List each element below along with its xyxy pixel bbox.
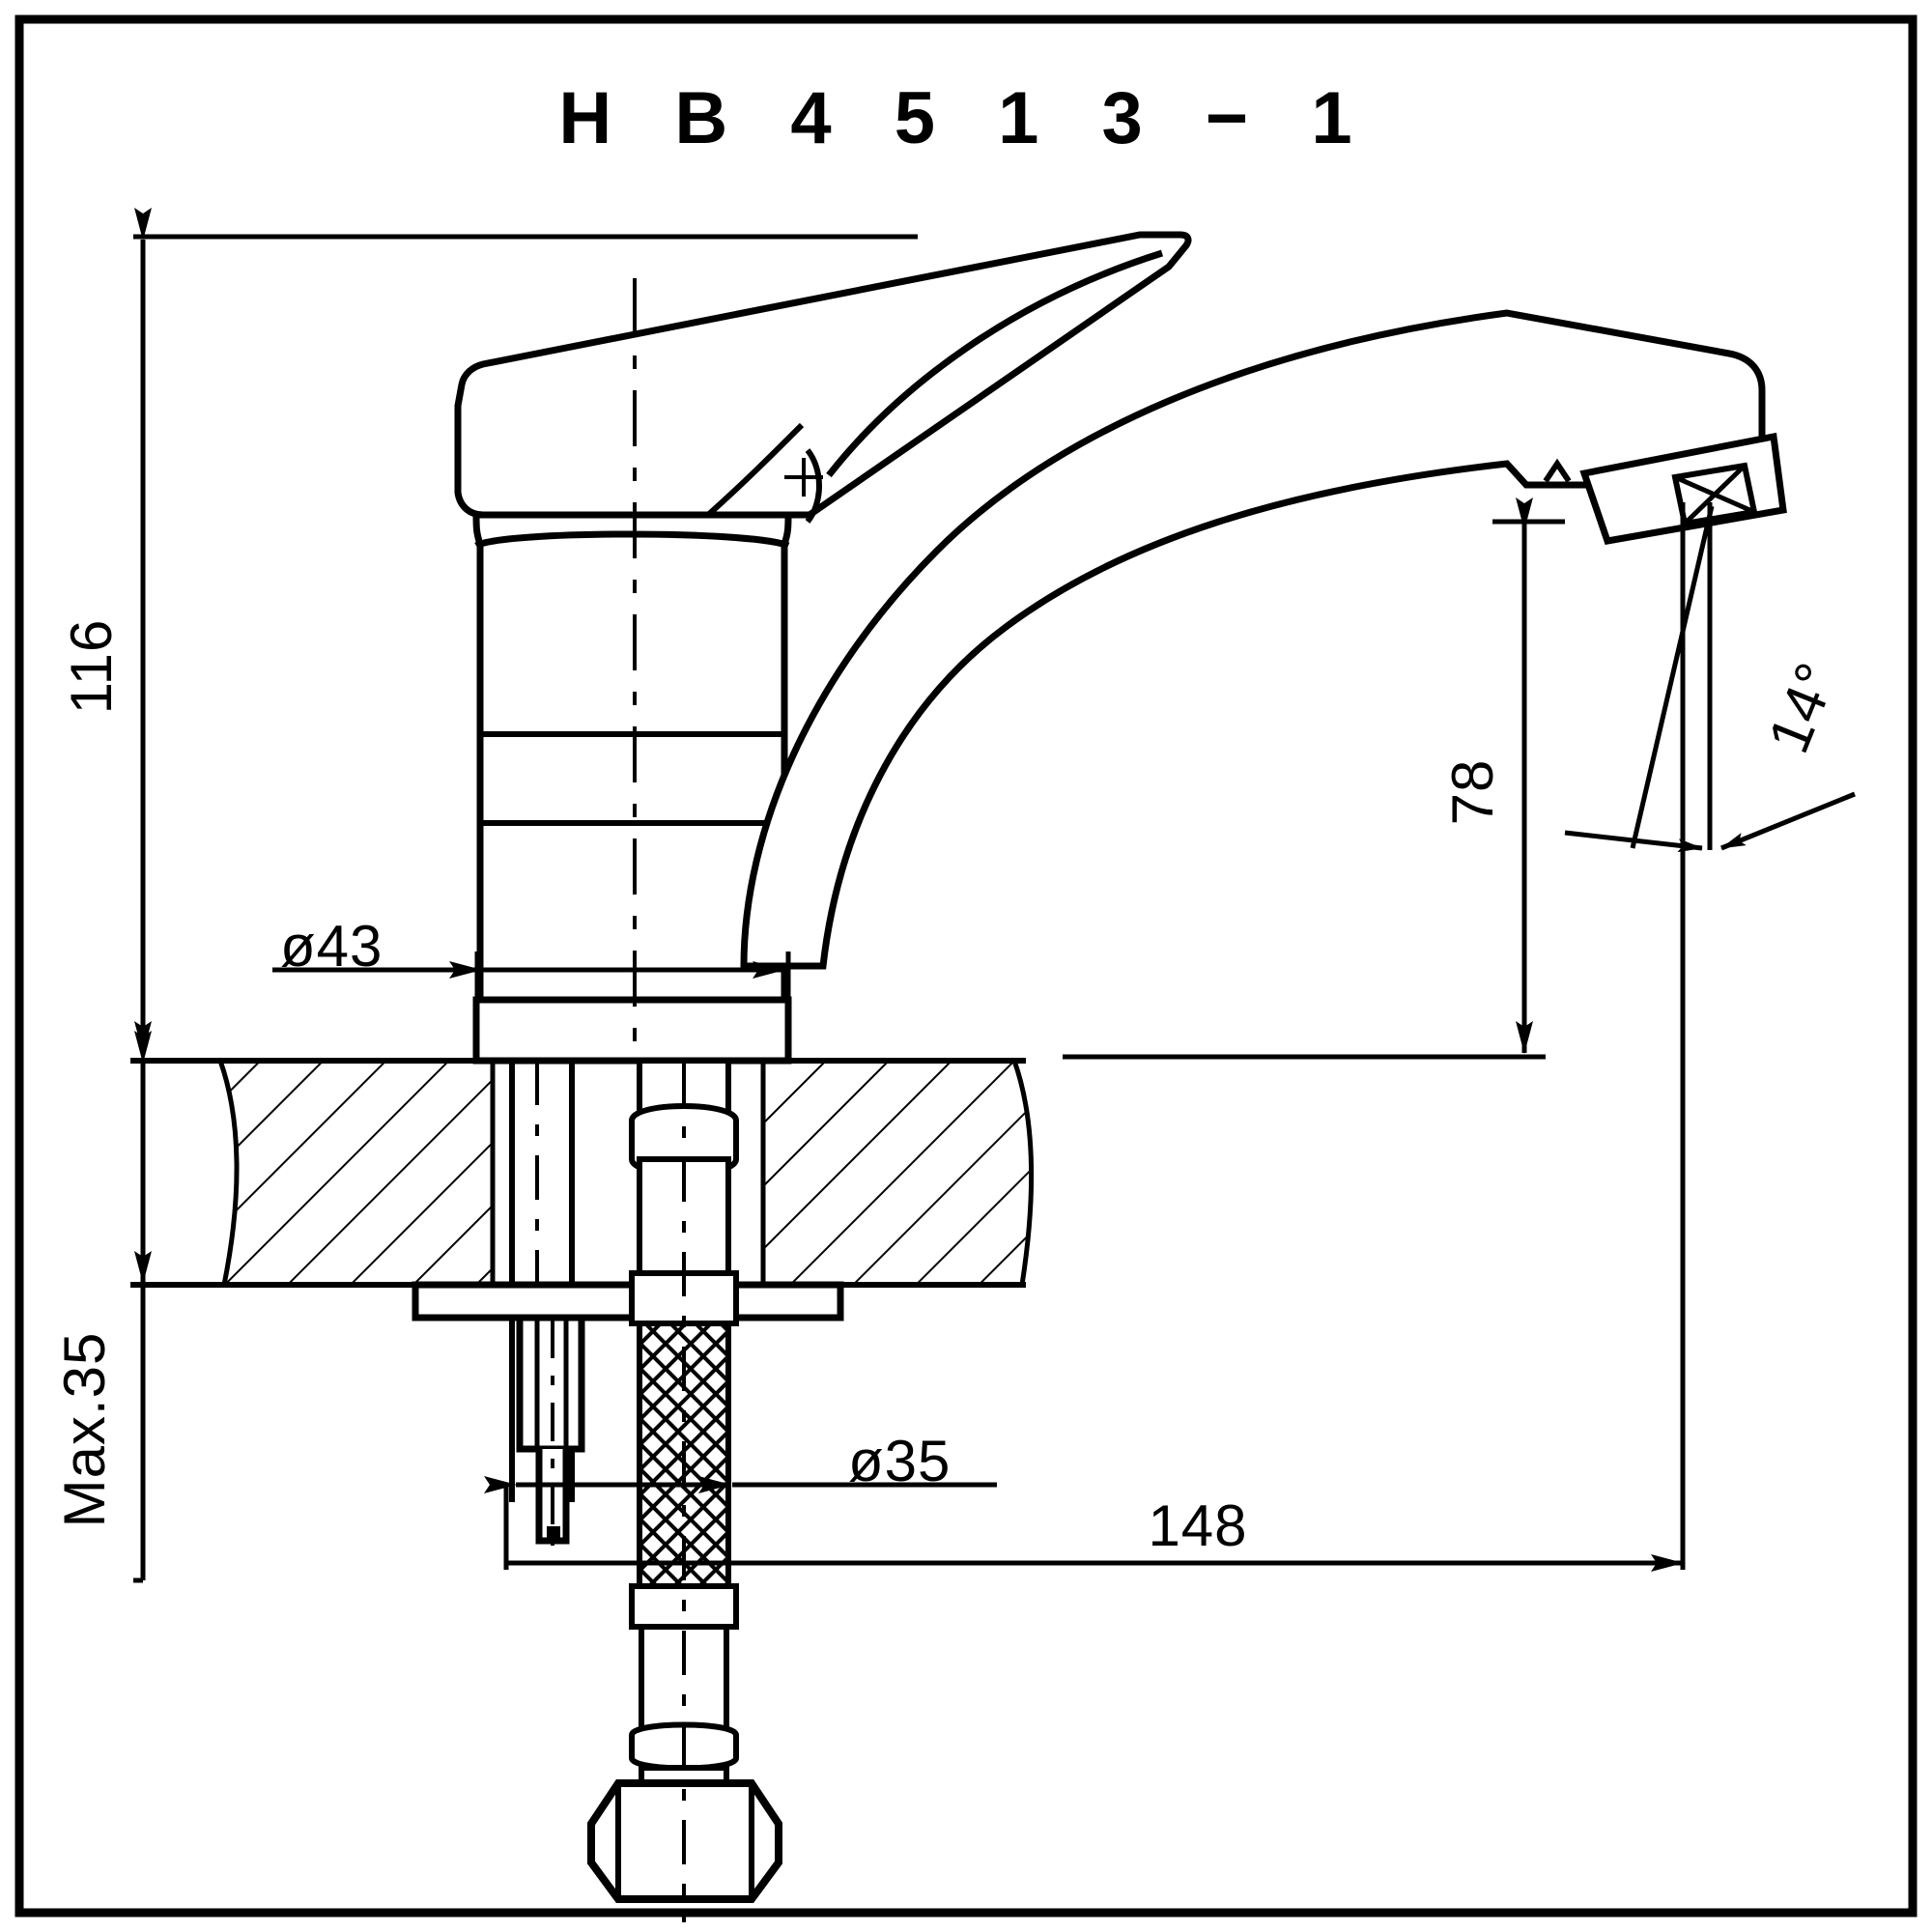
dimension-spout-reach: 148 — [503, 502, 1686, 1572]
dimension-base-diameter: ø43 — [272, 914, 791, 1005]
lever-handle — [454, 231, 1192, 524]
dimension-max-counter-thickness: Max.35 — [52, 1031, 152, 1583]
dimension-label-max35: Max.35 — [52, 1332, 117, 1528]
braided-hose — [587, 1058, 782, 1922]
swivel-spout — [740, 309, 1787, 970]
dimension-label-116: 116 — [59, 619, 124, 715]
dimension-label-148: 148 — [1148, 1493, 1247, 1558]
base-flange — [472, 996, 792, 1065]
dimension-label-d43: ø43 — [280, 914, 383, 979]
aerator-icon — [1671, 462, 1758, 527]
dimension-spout-height: 78 — [1063, 497, 1565, 1060]
dimension-overall-height: 116 — [59, 208, 918, 1054]
countertop-section — [130, 1058, 1035, 1288]
dimension-label-78: 78 — [1440, 759, 1505, 826]
lock-washer-plate — [412, 1281, 844, 1321]
drawing-title: H B 4 5 1 3 − 1 — [558, 77, 1373, 159]
dimension-label-14deg: 14° — [1755, 653, 1849, 761]
cylindrical-body — [472, 511, 792, 1004]
drawing-border — [14, 14, 1918, 1918]
dimension-hole-diameter: ø35 — [484, 1429, 997, 1493]
dimension-label-d35: ø35 — [848, 1429, 951, 1493]
faucet-assembly — [412, 231, 1787, 1922]
dimension-aerator-angle: 14° — [1564, 502, 1856, 853]
mounting-stud — [516, 1314, 585, 1546]
